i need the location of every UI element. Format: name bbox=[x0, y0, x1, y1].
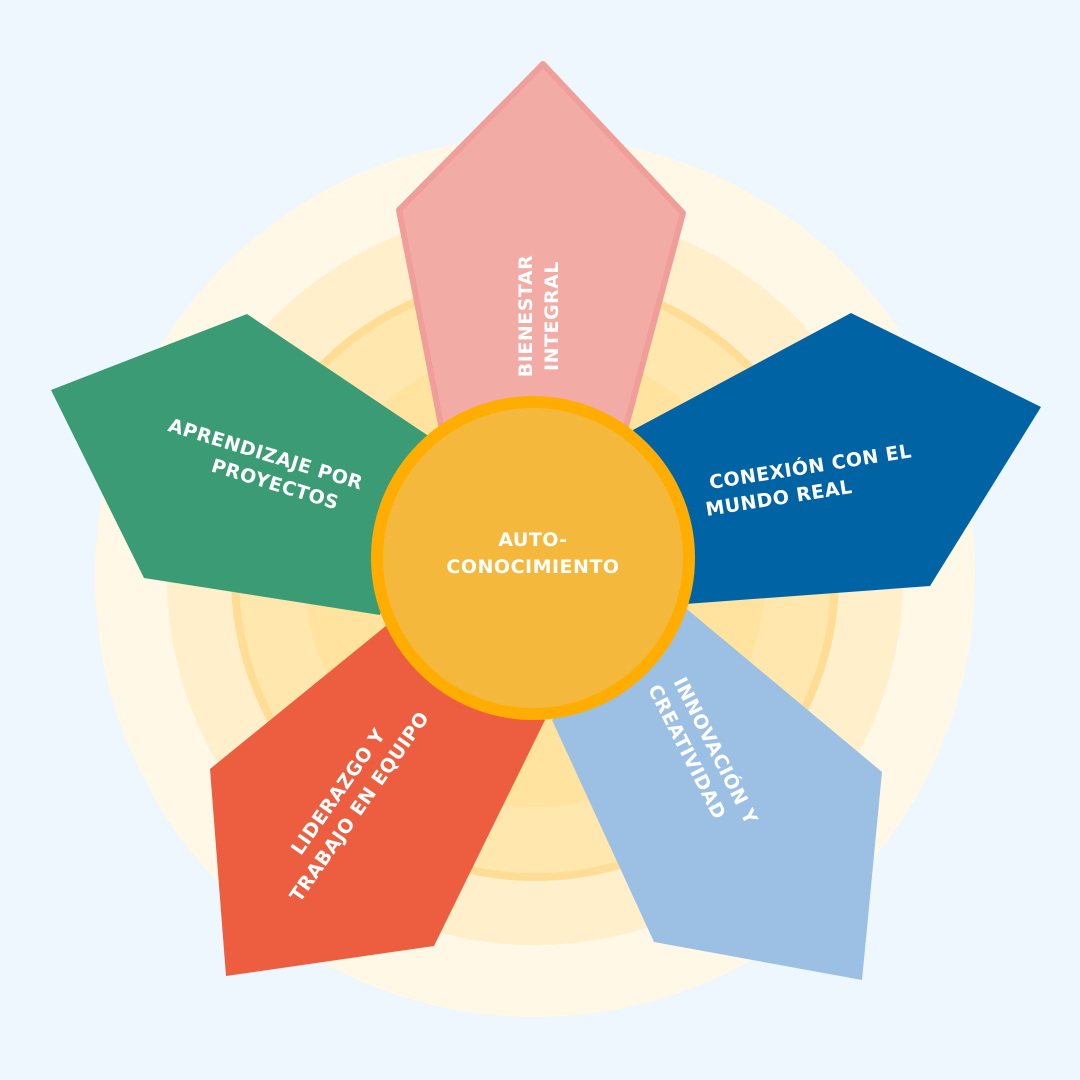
bienestar-line1: BIENESTAR bbox=[515, 255, 537, 377]
center-label-line2: CONOCIMIENTO bbox=[446, 556, 619, 578]
petal-shape bbox=[51, 314, 430, 615]
petal-innovacion bbox=[552, 605, 882, 980]
center-circle bbox=[371, 396, 695, 720]
petal-shape bbox=[210, 625, 545, 976]
bienestar-line2: INTEGRAL bbox=[541, 261, 563, 371]
label-bienestar: BIENESTAR INTEGRAL bbox=[515, 255, 563, 377]
center-label-line1: AUTO- bbox=[498, 529, 567, 551]
petal-conexion bbox=[633, 313, 1041, 605]
petal-shape bbox=[633, 313, 1041, 605]
petal-shape bbox=[552, 605, 882, 980]
center-node: AUTO- CONOCIMIENTO bbox=[371, 396, 695, 720]
petal-aprendizaje bbox=[51, 314, 430, 615]
petal-liderazgo bbox=[210, 625, 545, 976]
